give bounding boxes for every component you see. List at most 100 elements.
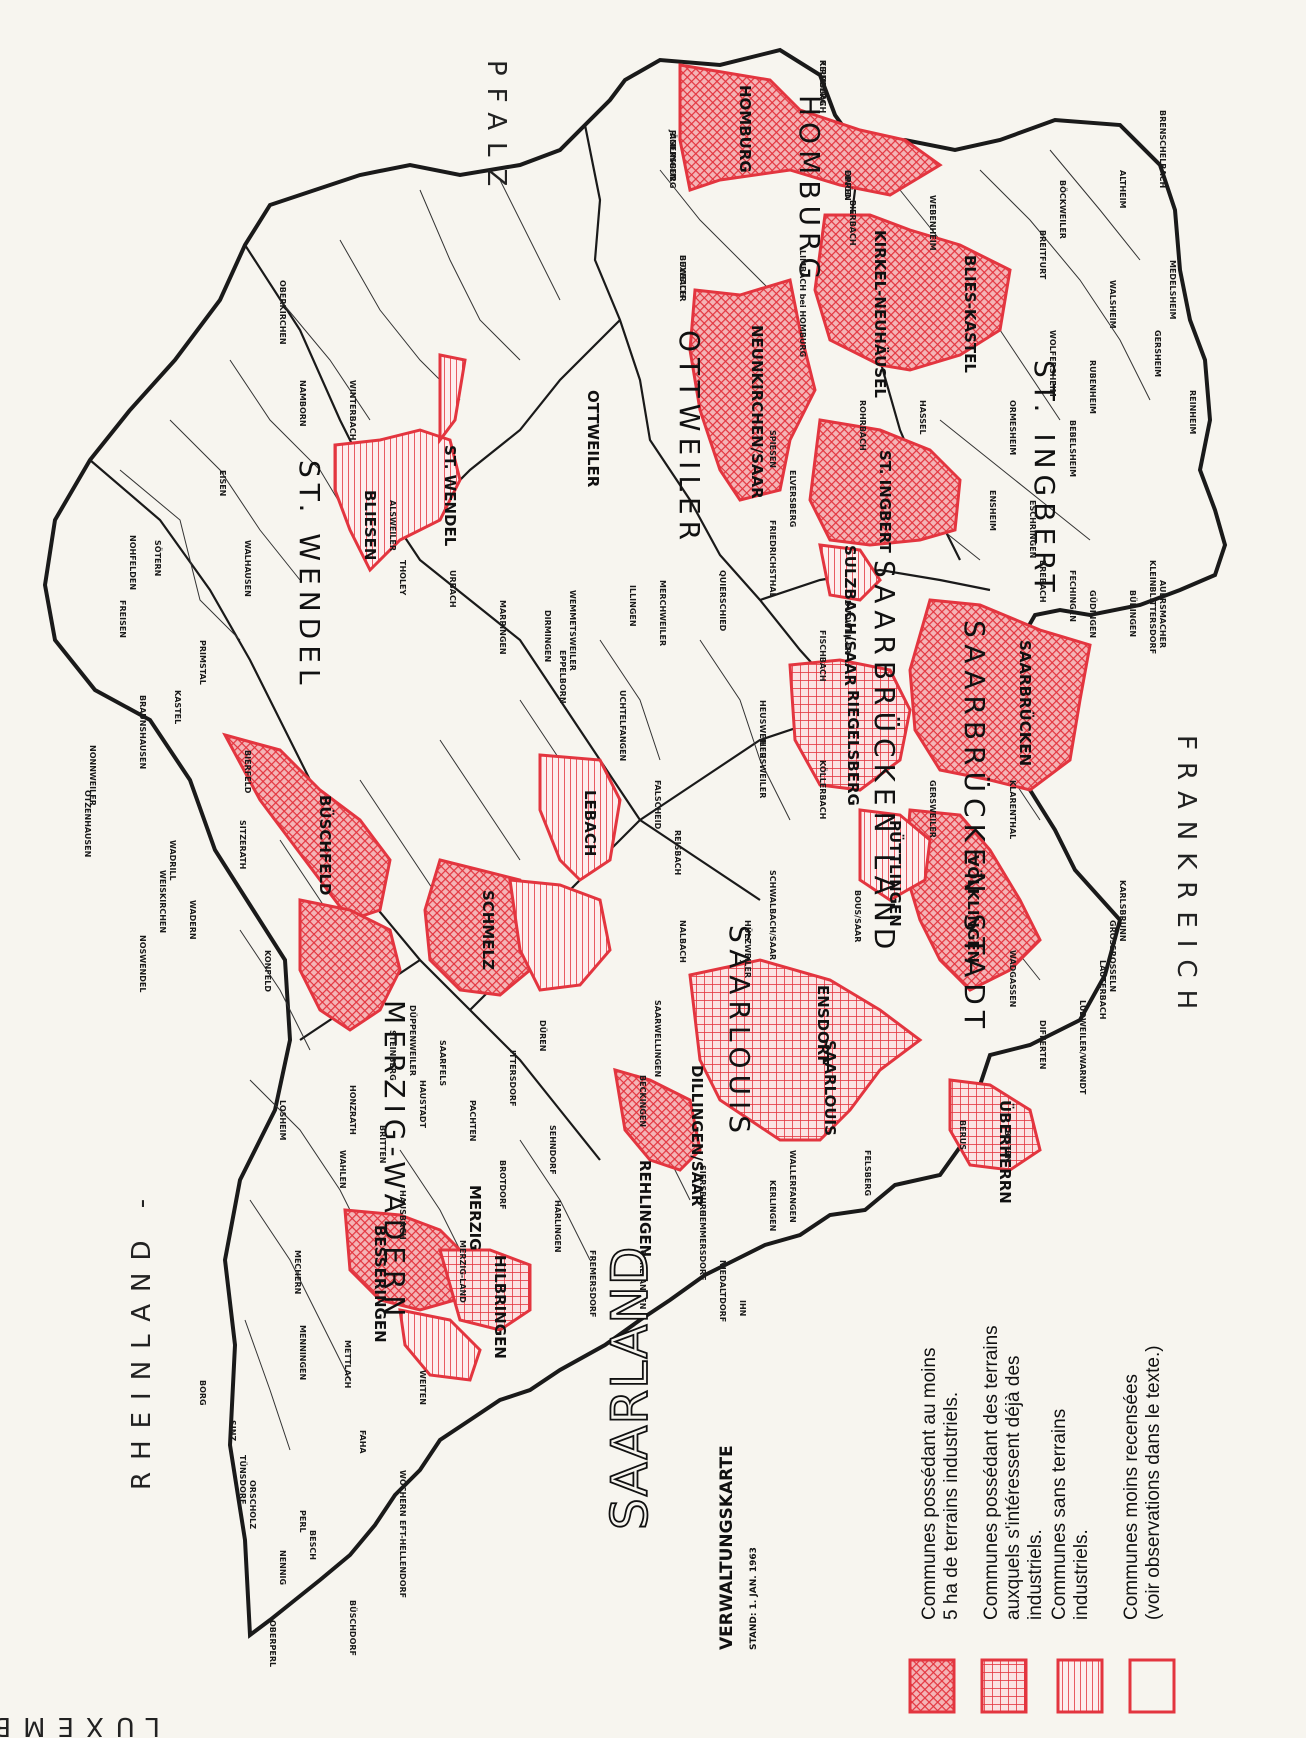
area-riegelsberg xyxy=(788,658,912,792)
town-label: SAARBRÜCKEN xyxy=(1016,640,1035,766)
municipality-label: OBERPERL xyxy=(268,1620,277,1667)
municipality-label: ORMESHEIM xyxy=(1008,400,1017,455)
area-nunkirchen xyxy=(298,898,402,1032)
municipality-label: ELVERSBERG xyxy=(788,470,797,527)
area-lebach xyxy=(538,753,622,882)
municipality-label: SCHWALBACH/SAAR xyxy=(768,870,777,960)
municipality-label: SIERSBURG xyxy=(698,1165,707,1216)
town-label: ÜBERHERRN xyxy=(996,1100,1015,1204)
area-hilbringen-low xyxy=(398,1308,482,1382)
area-st-wendel-spur xyxy=(438,353,467,445)
municipality-label: WALSHEIM xyxy=(1108,280,1117,329)
municipality-label: HEMMERSDORF xyxy=(698,1210,707,1281)
town-labels: HOMBURG NEUNKIRCHEN/SAAR ST. INGBERT BLI… xyxy=(316,85,1035,1359)
municipality-label: BUWEILER xyxy=(678,255,687,302)
municipality-label: REIMSBACH xyxy=(818,60,827,113)
legend-item-2-line3: industriels. xyxy=(1025,1529,1046,1620)
town-label: DILLINGEN/SAAR xyxy=(688,1065,706,1207)
neighbor-label-rheinland: RHEINLAND - xyxy=(127,1187,157,1490)
town-label: KIRKEL-NEUHÄUSEL xyxy=(871,230,890,398)
municipality-label: URBACH xyxy=(448,570,457,608)
town-label: SULZBACH/SAAR xyxy=(841,545,859,687)
municipality-label: BRITTEN xyxy=(378,1125,387,1164)
map-subtitle: VERWALTUNGSKARTE xyxy=(717,1445,737,1650)
municipality-label: BEXBACH xyxy=(678,255,687,298)
municipality-label: DÜREN xyxy=(538,1020,548,1051)
municipality-label: HONZRATH xyxy=(348,1085,357,1135)
legend-item-4-line1: Communes moins recensées xyxy=(1121,1374,1142,1620)
municipality-label: RIMLINGEN xyxy=(668,130,677,181)
municipality-label: DIFFERTEN xyxy=(1038,1020,1047,1069)
municipality-label: WADRILL xyxy=(168,840,177,881)
municipality-label: EISEN xyxy=(218,470,227,496)
municipality-label: KÖLLERBACH xyxy=(818,760,828,819)
municipality-label: BREITFURT xyxy=(1038,230,1047,280)
legend-item-1-line1: Communes possédant au moins xyxy=(919,1348,940,1620)
legend-item-3-line2: industriels. xyxy=(1071,1529,1092,1620)
municipality-label: OBERKIRCHEN xyxy=(278,280,287,345)
map-title: SAARLAND xyxy=(601,1246,659,1530)
legend: Communes possédant au moins 5 ha de terr… xyxy=(908,1325,1176,1714)
municipality-label: MECHERN xyxy=(293,1250,302,1294)
legend-swatch-vertical xyxy=(1056,1658,1104,1714)
municipality-label: LOSHEIM xyxy=(278,1100,287,1141)
municipality-label: WEISKIRCHEN xyxy=(158,870,167,933)
map-stand: STAND: 1. JAN. 1963 xyxy=(749,1547,759,1650)
area-lebach-mid xyxy=(508,878,612,992)
area-st-wendel xyxy=(333,428,462,573)
municipality-label: DUDWEILER xyxy=(843,600,852,654)
legend-swatch-crosshatch xyxy=(908,1658,956,1714)
municipality-label: FAHA xyxy=(358,1430,367,1454)
municipality-label: WOLFERSHEIM xyxy=(1048,330,1057,397)
municipality-label: BIERFELD xyxy=(243,750,252,794)
municipality-label: BESCH xyxy=(308,1530,317,1560)
industrial-areas-5ha xyxy=(222,63,1092,1312)
municipality-label: EFT-HELLENDORF xyxy=(398,1520,407,1598)
district-label-saarbruecken-land: SAARBRÜCKEN LAND xyxy=(868,560,902,955)
municipality-label: BIERBACH xyxy=(848,200,857,246)
legend-swatch-grid xyxy=(980,1658,1028,1714)
municipality-label: PRIMSTAL xyxy=(198,640,207,685)
municipality-label: OTZENHAUSEN xyxy=(83,790,92,857)
municipality-label: OPPEN xyxy=(843,170,852,201)
municipality-label: BÜSCHDORF xyxy=(348,1600,358,1656)
area-st-ingbert xyxy=(808,418,962,547)
neighbor-label-frankreich: FRANKREICH xyxy=(1171,735,1201,1021)
municipality-label: KLEINBLITTERSDORF xyxy=(1148,560,1157,654)
town-label: MERZIG xyxy=(466,1185,484,1251)
municipality-label: WEMMETSWEILER xyxy=(568,590,577,671)
legend-swatch-empty xyxy=(1128,1658,1176,1714)
municipality-label: HEUSWEILER xyxy=(758,740,767,798)
district-label-saarbruecken-stadt: SAARBRÜCKEN STADT xyxy=(958,620,992,1034)
municipality-label: WOCHERN xyxy=(398,1470,407,1517)
town-label: BLIES-KASTEL xyxy=(961,255,979,373)
town-label: SCHMELZ xyxy=(479,890,497,970)
municipality-label: WEITEN xyxy=(418,1370,427,1405)
municipality-label: BORG xyxy=(198,1380,207,1406)
municipality-label: FRIEDRICHSTHAL xyxy=(768,520,777,598)
municipality-label: WADERN xyxy=(188,900,197,940)
municipality-label: BISTEN xyxy=(1003,1130,1012,1162)
municipality-label: BOUS/SAAR xyxy=(853,890,862,942)
municipality-label: BECKINGEN xyxy=(638,1075,647,1127)
municipality-label: WADGASSEN xyxy=(1008,950,1017,1007)
legend-item-2-line1: Communes possédant des terrains xyxy=(981,1325,1002,1620)
municipality-label: FELSBERG xyxy=(863,1150,872,1196)
municipality-label: UCHTELFANGEN xyxy=(618,690,627,761)
municipality-label: HEUSWEILER xyxy=(758,700,767,758)
municipality-label: KIRRBERG xyxy=(818,60,827,106)
municipality-label: HARLINGEN xyxy=(553,1200,562,1253)
legend-item-1-line2: 5 ha de terrains industriels. xyxy=(941,1392,962,1620)
municipality-label: WINTERBACH xyxy=(348,380,357,440)
town-label: OTTWEILER xyxy=(584,390,602,488)
municipality-label: SEHNDORF xyxy=(548,1125,557,1175)
municipality-label: REINHEIM xyxy=(1188,390,1197,434)
municipality-label: WEBENHEIM xyxy=(928,195,937,251)
district-label-homburg: HOMBURG xyxy=(793,95,826,285)
municipality-label: ORSCHOLZ xyxy=(248,1480,257,1529)
municipality-label: ALSWEILER xyxy=(388,500,397,551)
town-label: ENSDORF xyxy=(814,985,832,1066)
municipality-label: MERCHWEILER xyxy=(658,580,667,646)
area-buschfeld xyxy=(222,732,392,922)
